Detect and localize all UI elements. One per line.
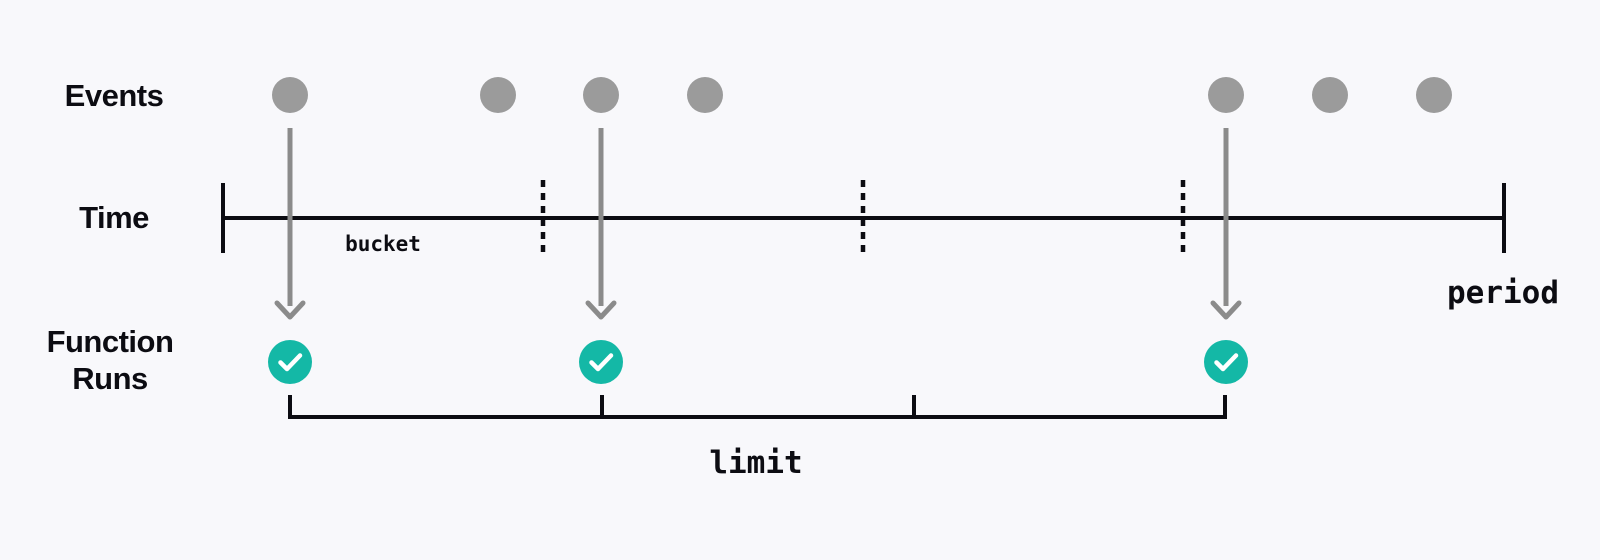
arrowhead-icon [585, 300, 617, 320]
event-dot [1208, 77, 1244, 113]
check-icon [278, 353, 303, 372]
function-run-badge [579, 340, 623, 384]
period-label: period [1447, 275, 1559, 311]
time-axis-label: Time [79, 200, 149, 235]
arrowhead-icon [1210, 300, 1242, 320]
event-dot [1312, 77, 1348, 113]
bucket-label: bucket [345, 232, 421, 256]
event-dot [583, 77, 619, 113]
check-icon [1214, 353, 1239, 372]
limit-label: limit [709, 445, 803, 481]
function-run-badge [1204, 340, 1248, 384]
event-dot [687, 77, 723, 113]
event-dot [1416, 77, 1452, 113]
arrowhead-icon [274, 300, 306, 320]
events-row-label: Events [64, 78, 164, 113]
check-icon [589, 353, 614, 372]
event-dot [480, 77, 516, 113]
function-run-badge [268, 340, 312, 384]
function-runs-label: Function Runs [46, 324, 174, 396]
event-dot [272, 77, 308, 113]
limit-bracket [288, 395, 1227, 419]
